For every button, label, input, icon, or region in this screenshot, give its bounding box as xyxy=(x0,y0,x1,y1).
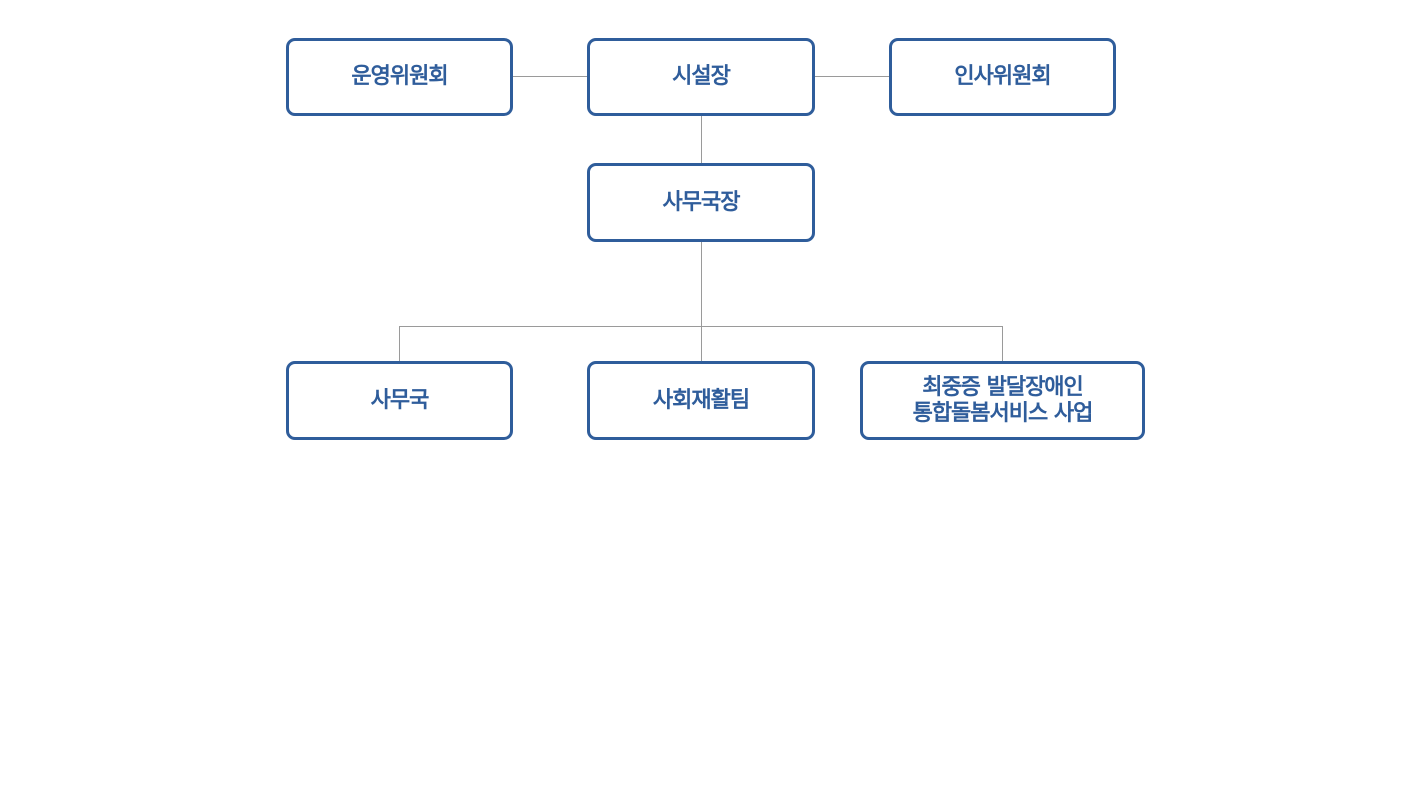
connector-line xyxy=(399,326,400,362)
node-operating-committee: 운영위원회 xyxy=(286,38,513,116)
connector-line xyxy=(512,76,588,77)
node-label: 사회재활팀 xyxy=(652,387,750,413)
node-label: 운영위원회 xyxy=(351,64,448,89)
connector-line xyxy=(701,241,702,362)
node-label: 인사위원회 xyxy=(954,64,1051,89)
node-secretary-general: 사무국장 xyxy=(587,163,815,242)
node-secretariat: 사무국 xyxy=(286,361,513,440)
node-personnel-committee: 인사위원회 xyxy=(889,38,1116,116)
node-care-service: 최중증 발달장애인 통합돌봄서비스 사업 xyxy=(860,361,1145,440)
node-label: 사무국 xyxy=(370,387,430,413)
node-director: 시설장 xyxy=(587,38,815,116)
connector-line xyxy=(1002,326,1003,362)
node-label-line2: 통합돌봄서비스 사업 xyxy=(912,400,1094,426)
connector-line xyxy=(701,115,702,164)
node-label: 사무국장 xyxy=(662,189,741,215)
node-label-line1: 최중증 발달장애인 xyxy=(922,374,1084,400)
connector-line xyxy=(399,326,1003,327)
connector-line xyxy=(814,76,890,77)
node-social-rehab-team: 사회재활팀 xyxy=(587,361,815,440)
node-label: 시설장 xyxy=(672,64,731,89)
